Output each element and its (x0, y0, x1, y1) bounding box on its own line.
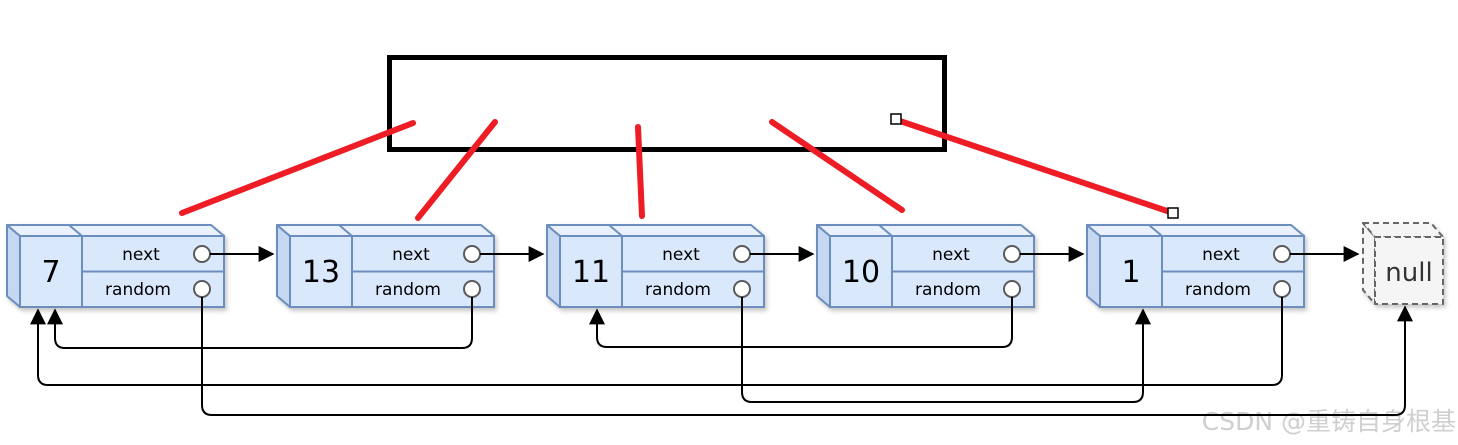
node-top-divider (68, 224, 83, 237)
random-field-label: random (105, 280, 171, 300)
next-field-label: next (1202, 245, 1240, 265)
node-value: 10 (842, 255, 880, 290)
node-top-divider (878, 224, 893, 237)
list-node-1: 1 next random (1086, 224, 1305, 308)
node-side-face (6, 224, 21, 308)
red-pointer-line-4 (769, 119, 905, 213)
null-label: null (1385, 258, 1432, 288)
random-field-label: random (645, 280, 711, 300)
node-value: 11 (572, 255, 610, 290)
list-node-11: 11 next random (546, 224, 765, 308)
annotation-rectangle (387, 55, 947, 152)
random-port-icon (1003, 280, 1021, 298)
node-side-face (546, 224, 561, 308)
node-side-face (1086, 224, 1101, 308)
null-front-face (1374, 236, 1444, 305)
node-value: 7 (41, 255, 60, 290)
node-side-face (816, 224, 831, 308)
random-arrow-10-to-11 (589, 297, 1013, 348)
random-arrow-7-to-null (201, 297, 1413, 416)
list-node-7: 7 next random (6, 224, 225, 308)
random-port-icon (1273, 280, 1291, 298)
node-top-face (1086, 224, 1305, 237)
null-terminator: null (1362, 222, 1444, 305)
red-pointer-line-2 (415, 119, 498, 221)
random-port-icon (193, 280, 211, 298)
watermark-text: CSDN @重铸自身根基 (1202, 407, 1456, 436)
node-top-face (816, 224, 1035, 237)
node-value: 13 (302, 255, 340, 290)
list-node-13: 13 next random (276, 224, 495, 308)
next-field-label: next (932, 245, 970, 265)
selection-handle-start[interactable] (890, 113, 902, 125)
random-field-label: random (375, 280, 441, 300)
next-port-icon (463, 245, 481, 263)
next-field-label: next (662, 245, 700, 265)
random-arrow-1-to-7 (30, 297, 1283, 386)
random-field-label: random (915, 280, 981, 300)
next-port-icon (733, 245, 751, 263)
random-port-icon (733, 280, 751, 298)
null-top-face (1362, 222, 1444, 238)
red-pointer-line-5-selected[interactable] (894, 117, 1176, 216)
random-port-icon (463, 280, 481, 298)
random-field-label: random (1185, 280, 1251, 300)
list-node-10: 10 next random (816, 224, 1035, 308)
node-top-face (6, 224, 225, 237)
random-arrow-13-to-7 (47, 297, 473, 349)
selection-handle-end[interactable] (1167, 207, 1179, 219)
node-top-face (276, 224, 495, 237)
next-port-icon (193, 245, 211, 263)
node-top-divider (1148, 224, 1163, 237)
node-top-divider (608, 224, 623, 237)
null-side-face (1362, 222, 1376, 305)
next-field-label: next (122, 245, 160, 265)
random-arrow-11-to-1 (741, 297, 1151, 403)
red-pointer-line-3 (635, 124, 645, 219)
next-field-label: next (392, 245, 430, 265)
next-port-icon (1273, 245, 1291, 263)
red-pointer-line-1 (179, 120, 416, 216)
next-port-icon (1003, 245, 1021, 263)
node-top-divider (338, 224, 353, 237)
node-top-face (546, 224, 765, 237)
node-side-face (276, 224, 291, 308)
node-value: 1 (1121, 255, 1140, 290)
